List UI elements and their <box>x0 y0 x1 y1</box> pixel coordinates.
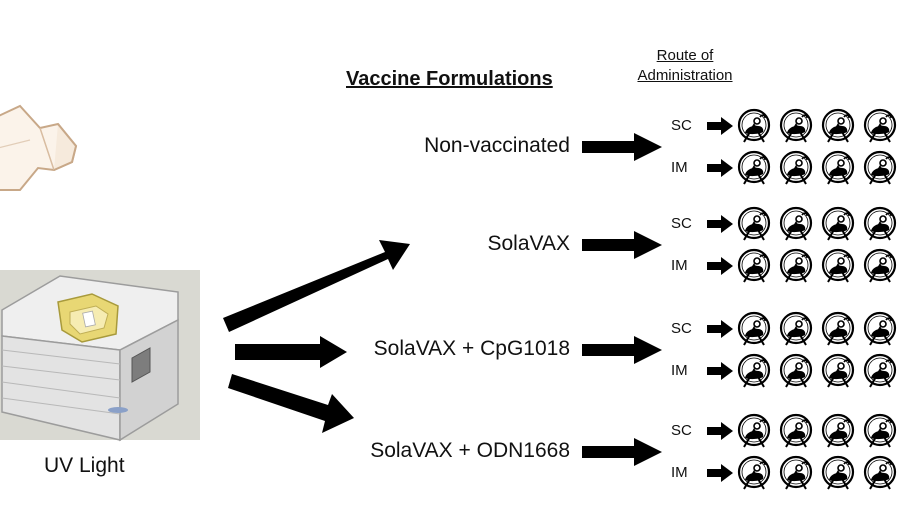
hamster-wheel-icon <box>821 353 855 388</box>
hamster-wheel-icon <box>737 353 771 388</box>
arrow-right-icon <box>707 422 733 440</box>
route-heading-line2: Administration <box>637 67 733 84</box>
formulation-label: SolaVAX + CpG1018 <box>373 337 570 360</box>
route-label: IM <box>671 159 688 176</box>
arrow-right-icon <box>707 362 733 380</box>
hamster-wheel-icon <box>737 413 771 448</box>
route-label: IM <box>671 464 688 481</box>
hamster-wheel-icon <box>737 108 771 143</box>
hamster-wheel-icon <box>863 206 897 241</box>
hamster-wheel-icon <box>863 248 897 283</box>
hamster-wheel-icon <box>821 150 855 185</box>
formulation-label: SolaVAX <box>487 232 571 255</box>
route-label: SC <box>671 117 692 134</box>
hamster-wheel-icon <box>821 311 855 346</box>
formulation-label: SolaVAX + ODN1668 <box>370 439 570 462</box>
hamster-wheel-icon <box>821 248 855 283</box>
hamster-wheel-icon <box>821 413 855 448</box>
hamster-wheel-icon <box>779 311 813 346</box>
branch-arrow-up <box>223 240 410 332</box>
arrow-right-icon <box>707 159 733 177</box>
route-label: SC <box>671 422 692 439</box>
hamster-wheel-icon <box>737 206 771 241</box>
hamster-wheel-icon <box>863 311 897 346</box>
culture-flask-icon <box>0 104 78 191</box>
hamster-wheel-icon <box>737 311 771 346</box>
hamster-wheel-icon <box>779 455 813 490</box>
hamster-wheel-icon <box>863 353 897 388</box>
hamster-wheel-icon <box>779 248 813 283</box>
hamster-wheel-icon <box>863 413 897 448</box>
formulation-label: Non-vaccinated <box>424 134 570 157</box>
hamster-wheel-icon <box>821 206 855 241</box>
arrow-right-icon <box>582 133 662 161</box>
route-of-administration-heading: Route of Administration <box>618 46 752 86</box>
route-label: IM <box>671 257 688 274</box>
hamster-wheel-icon <box>821 455 855 490</box>
route-heading-line1: Route of <box>656 47 714 64</box>
hamster-wheel-icon <box>779 150 813 185</box>
uv-light-label: UV Light <box>44 454 125 477</box>
vaccine-formulations-heading: Vaccine Formulations <box>346 68 553 90</box>
uv-light-device-icon <box>0 270 200 442</box>
arrow-right-icon <box>707 464 733 482</box>
hamster-wheel-icon <box>779 413 813 448</box>
arrow-right-icon <box>582 438 662 466</box>
hamster-wheel-icon <box>779 108 813 143</box>
hamster-wheel-icon <box>737 455 771 490</box>
route-label: SC <box>671 320 692 337</box>
branch-arrow-middle <box>235 336 347 368</box>
hamster-wheel-icon <box>863 150 897 185</box>
arrow-right-icon <box>707 215 733 233</box>
hamster-wheel-icon <box>779 206 813 241</box>
arrow-right-icon <box>582 231 662 259</box>
hamster-wheel-icon <box>779 353 813 388</box>
hamster-wheel-icon <box>737 248 771 283</box>
route-label: IM <box>671 362 688 379</box>
branch-arrow-down <box>228 374 354 433</box>
arrow-right-icon <box>707 320 733 338</box>
route-label: SC <box>671 215 692 232</box>
hamster-wheel-icon <box>737 150 771 185</box>
hamster-wheel-icon <box>863 455 897 490</box>
hamster-wheel-icon <box>821 108 855 143</box>
hamster-wheel-icon <box>863 108 897 143</box>
arrow-right-icon <box>707 257 733 275</box>
arrow-right-icon <box>707 117 733 135</box>
arrow-right-icon <box>582 336 662 364</box>
